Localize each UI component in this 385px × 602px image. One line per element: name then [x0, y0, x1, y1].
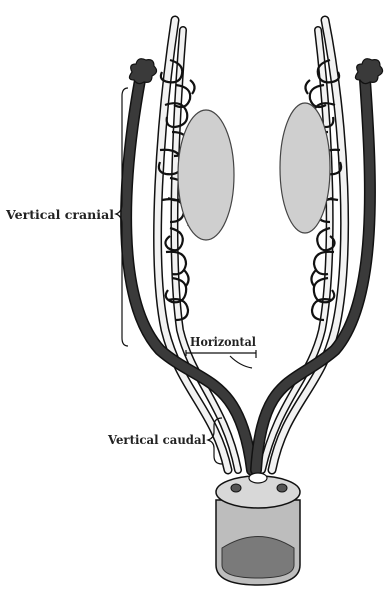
- bladder-inner: [222, 537, 294, 579]
- horizontal-bracket: [186, 350, 256, 358]
- right-orifice: [277, 484, 287, 492]
- horizontal-label: Horizontal: [190, 334, 256, 349]
- vertical-cranial-label: Vertical cranial: [5, 207, 114, 222]
- vertical-caudal-label: Vertical caudal: [107, 432, 206, 447]
- left-structure: [126, 20, 252, 470]
- center-orifice: [249, 473, 267, 483]
- right-structure: [256, 20, 383, 470]
- left-duct-end: [129, 59, 156, 84]
- right-gland: [280, 103, 330, 233]
- left-orifice: [231, 484, 241, 492]
- left-gland: [178, 110, 234, 240]
- bladder: [216, 473, 300, 585]
- right-duct-end: [355, 59, 382, 84]
